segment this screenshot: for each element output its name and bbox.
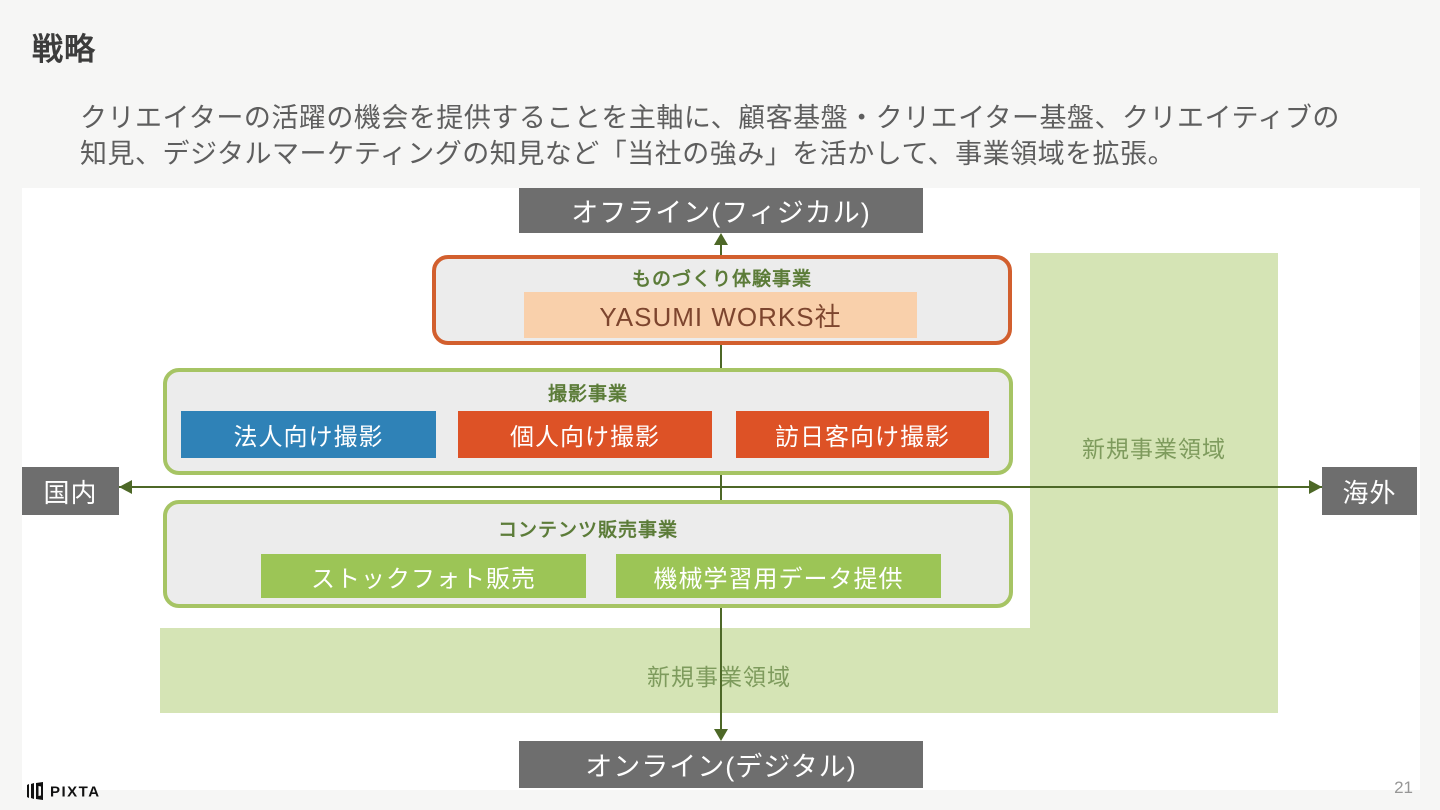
ml-data-provision-box: 機械学習用データ提供 — [616, 554, 941, 598]
strategy-diagram: 新規事業領域 新規事業領域 オフライン(フィジカル) オンライン(デジタル) 国… — [22, 188, 1420, 790]
shooting-business-label: 撮影事業 — [547, 384, 628, 405]
axis-online-digital-box: オンライン(デジタル) — [519, 741, 923, 788]
horizontal-axis-line — [119, 486, 1322, 488]
axis-domestic-box: 国内 — [22, 467, 119, 515]
monozukuri-business-label: ものづくり体験事業 — [631, 269, 812, 290]
new-business-area-bottom — [160, 628, 1278, 713]
monozukuri-business-frame: ものづくり体験事業 YASUMI WORKS社 — [432, 255, 1012, 345]
pixta-logo: PIXTA — [26, 781, 116, 801]
stock-photo-sales-box: ストックフォト販売 — [261, 554, 586, 598]
yasumi-works-box: YASUMI WORKS社 — [524, 292, 917, 338]
arrowhead-right-icon — [1309, 480, 1322, 494]
body-line-2: 知見、デジタルマーケティングの知見など「当社の強み」を活かして、事業領域を拡張。 — [80, 139, 1176, 169]
content-sales-business-label: コンテンツ販売事業 — [497, 520, 678, 541]
page-title: 戦略 — [32, 32, 96, 67]
pixta-logo-text: PIXTA — [50, 784, 101, 801]
page-number: 21 — [1394, 778, 1413, 797]
new-business-area-right-label: 新規事業領域 — [1082, 436, 1226, 462]
corporate-shooting-box: 法人向け撮影 — [181, 411, 436, 458]
pixta-logo-stack-icon — [27, 782, 43, 800]
individual-shooting-box: 個人向け撮影 — [458, 411, 712, 458]
new-business-area-bottom-label: 新規事業領域 — [647, 664, 791, 690]
arrowhead-left-icon — [119, 480, 132, 494]
body-line-1: クリエイターの活躍の機会を提供することを主軸に、顧客基盤・クリエイター基盤、クリ… — [80, 103, 1340, 133]
arrowhead-down-icon — [714, 729, 728, 741]
shooting-business-frame: 撮影事業 法人向け撮影 個人向け撮影 訪日客向け撮影 — [163, 368, 1013, 475]
pixta-logo-graphic: PIXTA — [27, 782, 101, 801]
arrowhead-up-icon — [714, 233, 728, 245]
axis-overseas-box: 海外 — [1322, 467, 1417, 515]
content-sales-business-frame: コンテンツ販売事業 ストックフォト販売 機械学習用データ提供 — [163, 500, 1013, 608]
axis-offline-physical-box: オフライン(フィジカル) — [519, 188, 923, 233]
vertical-axis-line-top — [720, 244, 722, 255]
slide-body-text: クリエイターの活躍の機会を提供することを主軸に、顧客基盤・クリエイター基盤、クリ… — [80, 100, 1400, 172]
inbound-shooting-box: 訪日客向け撮影 — [736, 411, 989, 458]
